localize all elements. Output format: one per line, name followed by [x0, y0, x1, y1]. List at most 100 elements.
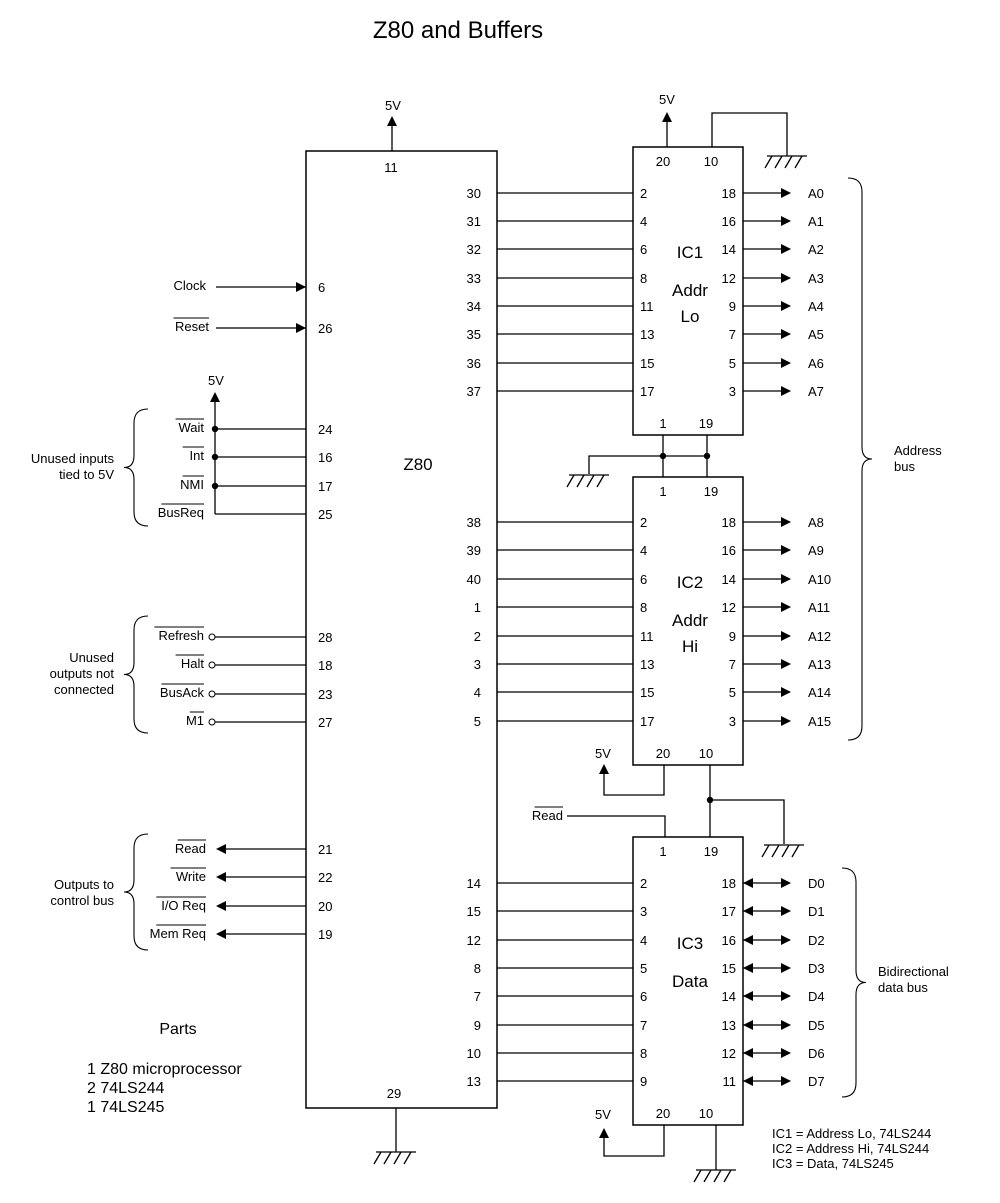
signal-d1: D1: [808, 904, 825, 919]
ic1-in-pin-6: 6: [640, 242, 647, 257]
ground-hatch: [771, 844, 780, 858]
ic1-out-pin-12: 12: [722, 271, 736, 286]
z80-signal-nmi: NMI: [180, 477, 204, 492]
ic3-out-pin-11: 11: [723, 1074, 737, 1089]
ic1-ground-icon: [764, 155, 807, 169]
ic2-out-arrow-icon: [781, 659, 791, 669]
ic3-line2: Data: [672, 972, 708, 991]
ic3-in-arrow-icon: [743, 1076, 753, 1086]
ic3-out-arrow-icon: [781, 935, 791, 945]
z80-output-arrow-icon: [216, 901, 226, 911]
ground-hatch: [693, 1169, 702, 1183]
ic3-in-arrow-icon: [743, 935, 753, 945]
z80-vcc-arrow-icon: [387, 116, 397, 126]
z80-left-pin-23: 23: [318, 687, 332, 702]
z80-output-arrow-icon: [216, 844, 226, 854]
brace-unused-inputs: [123, 408, 149, 527]
ic3-in-arrow-icon: [743, 878, 753, 888]
ic3-out-arrow-icon: [781, 1048, 791, 1058]
ic1-out-arrow-icon: [781, 329, 791, 339]
z80-signal-m1: M1: [186, 713, 204, 728]
ic3-z80-pin-15: 15: [467, 904, 481, 919]
ground-hatch: [576, 474, 585, 488]
z80-left-pin-27: 27: [318, 715, 332, 730]
ground-hatch: [791, 844, 800, 858]
brace-unused-outputs: [123, 615, 149, 734]
ic1-z80-pin-30: 30: [467, 186, 481, 201]
signal-a7: A7: [808, 384, 824, 399]
z80-left-pin-22: 22: [318, 870, 332, 885]
ic3-out-pin-13: 13: [722, 1018, 736, 1033]
ic3-ground-icon: [693, 1169, 736, 1183]
tie-vcc-label: 5V: [208, 373, 224, 388]
ic3-in-arrow-icon: [743, 963, 753, 973]
ic1-in-pin-15: 15: [640, 356, 654, 371]
ic3-out-pin-12: 12: [722, 1046, 736, 1061]
z80-signal-read: Read: [175, 841, 206, 856]
ic2-line3: Hi: [682, 637, 698, 656]
ic3-out-arrow-icon: [781, 1020, 791, 1030]
ic1-bottom-pin-1: 1: [659, 416, 666, 431]
ic2-in-pin-17: 17: [640, 714, 654, 729]
ic1-out-arrow-icon: [781, 244, 791, 254]
ground-hatch: [774, 155, 783, 169]
signal-a4: A4: [808, 299, 824, 314]
z80-left-pin-17: 17: [318, 479, 332, 494]
ic1-in-pin-2: 2: [640, 186, 647, 201]
z80-input-arrow-icon: [296, 282, 306, 292]
ic3-in-pin-9: 9: [640, 1074, 647, 1089]
ground-hatch: [703, 1169, 712, 1183]
ic1-out-pin-16: 16: [722, 214, 736, 229]
ic1-out-arrow-icon: [781, 358, 791, 368]
ground-hatch: [393, 1151, 402, 1165]
ground-hatch: [383, 1151, 392, 1165]
signal-d2: D2: [808, 933, 825, 948]
z80-left-pin-6: 6: [318, 280, 325, 295]
z80-chip: Z805V11296Clock26Reset24Wait16Int17NMI25…: [31, 98, 498, 1165]
ic1-in-pin-13: 13: [640, 327, 654, 342]
ic1-bottom-pin-2: 19: [699, 416, 713, 431]
ic3-out-arrow-icon: [781, 878, 791, 888]
z80-signal-write: Write: [176, 869, 206, 884]
ic3-in-pin-4: 4: [640, 933, 647, 948]
signal-a5: A5: [808, 327, 824, 342]
legend-item: IC1 = Address Lo, 74LS244: [772, 1126, 931, 1141]
signal-a10: A10: [808, 572, 831, 587]
ic2-in-pin-13: 13: [640, 657, 654, 672]
ic3-out-pin-16: 16: [722, 933, 736, 948]
ic2-out-pin-16: 16: [722, 543, 736, 558]
ic2-in-pin-11: 11: [640, 629, 654, 644]
signal-a2: A2: [808, 242, 824, 257]
ground-hatch: [761, 844, 770, 858]
enable-junction-dot-icon: [703, 452, 711, 460]
ic2-in-pin-4: 4: [640, 543, 647, 558]
caption-unused-outputs-1: Unused: [69, 650, 114, 665]
ic3-out-pin-15: 15: [722, 961, 736, 976]
ic1-out-pin-18: 18: [722, 186, 736, 201]
nc-open-circle-icon: [208, 690, 216, 698]
z80-left-pin-20: 20: [318, 899, 332, 914]
address-bus-caption-1: Address: [894, 443, 942, 458]
ic1-in-pin-4: 4: [640, 214, 647, 229]
nc-open-circle-icon: [208, 661, 216, 669]
signal-a9: A9: [808, 543, 824, 558]
ic1-out-arrow-icon: [781, 216, 791, 226]
ic3-read-label: Read: [532, 808, 563, 823]
ic2-z80-pin-39: 39: [467, 543, 481, 558]
signal-a13: A13: [808, 657, 831, 672]
ic3-out-arrow-icon: [781, 906, 791, 916]
ic2-bottom-pin-2: 10: [699, 746, 713, 761]
ic3-vcc-label: 5V: [595, 1107, 611, 1122]
parts-item: 2 74LS244: [87, 1080, 165, 1097]
ic3-out-arrow-icon: [781, 1076, 791, 1086]
z80-signal-clock: Clock: [173, 278, 206, 293]
ic1-out-pin-14: 14: [722, 242, 736, 257]
ic1-out-arrow-icon: [781, 273, 791, 283]
ground-hatch: [781, 844, 790, 858]
ic2-out-pin-18: 18: [722, 515, 736, 530]
ic2-out-pin-3: 3: [729, 714, 736, 729]
ic1-vcc-arrow-icon: [662, 112, 672, 122]
ic2-out-arrow-icon: [781, 687, 791, 697]
address-bus-caption-2: bus: [894, 459, 915, 474]
